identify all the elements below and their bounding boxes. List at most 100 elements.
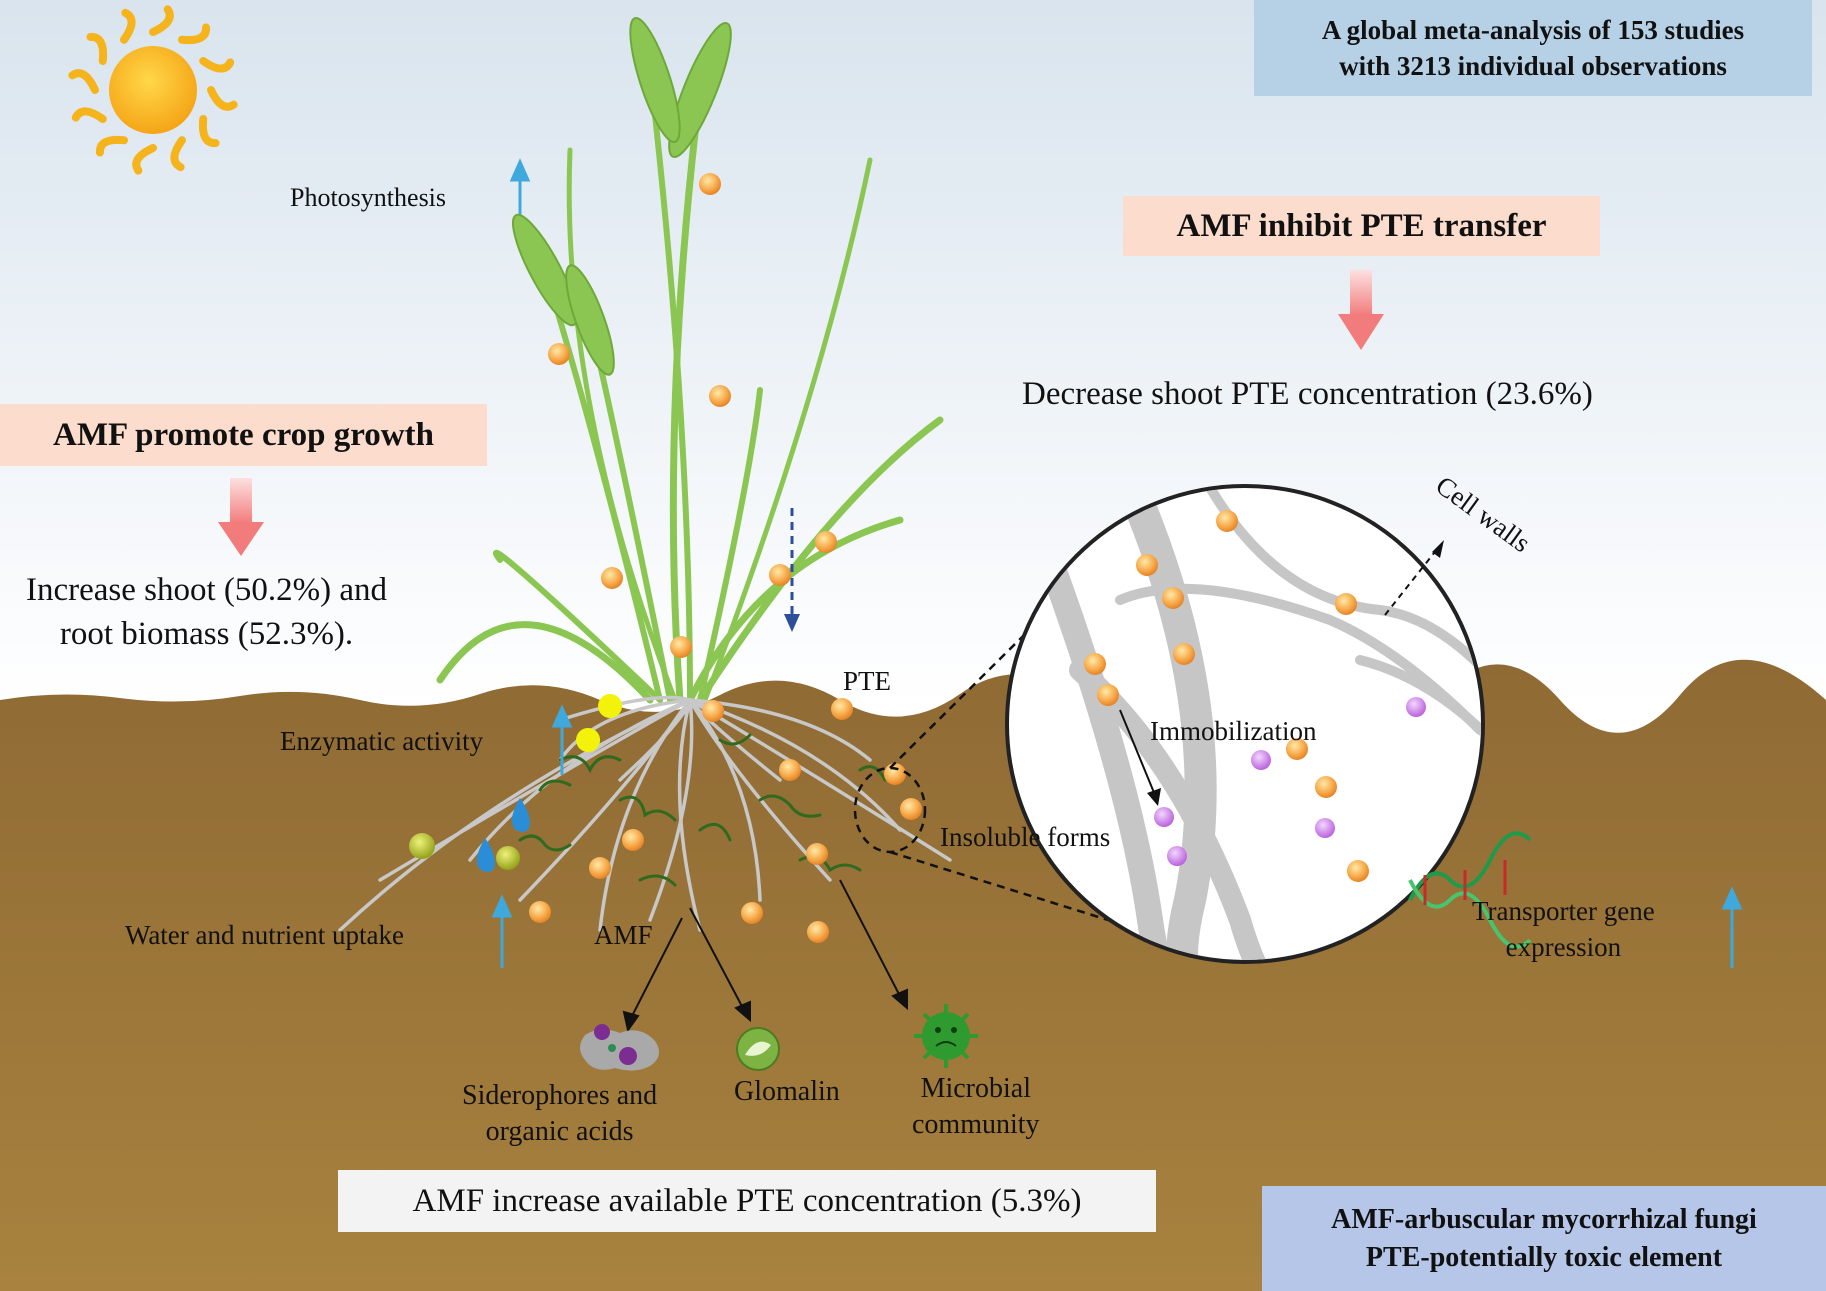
enzyme-icon — [576, 694, 623, 757]
amf-hyphae — [518, 733, 887, 887]
down-arrow-icon — [218, 478, 264, 556]
sun-icon — [68, 5, 238, 175]
transporter-line-2: expression — [1505, 932, 1622, 962]
pte-particle — [741, 902, 763, 924]
immobilization-arrow — [1119, 709, 1161, 806]
pte-particle — [702, 700, 724, 722]
meta-line-2: with 3213 individual observations — [1339, 51, 1727, 81]
pte-particle — [884, 763, 906, 785]
immobilized-pte-particle — [1154, 807, 1174, 827]
pte-particle — [769, 564, 791, 586]
pte-particle — [1136, 554, 1158, 576]
transporter-label: Transporter gene expression — [1472, 893, 1655, 965]
bottom-text: AMF increase available PTE concentration… — [412, 1182, 1082, 1219]
sun-ray — [86, 32, 108, 65]
pte-particle — [699, 173, 721, 195]
pte-particle — [622, 829, 644, 851]
immobilized-pte-particle — [1251, 750, 1271, 770]
sun-ray — [207, 86, 238, 111]
root-strand — [558, 698, 692, 762]
siderophore-icon — [580, 1024, 659, 1071]
root-strand — [648, 698, 694, 922]
pte-particle — [806, 843, 828, 865]
amf-label: AMF — [594, 920, 653, 950]
sun-ray — [170, 136, 186, 172]
pte-particle — [900, 798, 922, 820]
meta-line-1: A global meta-analysis of 153 studies — [1321, 15, 1745, 45]
root-strand — [677, 698, 702, 932]
right-heading: AMF inhibit PTE transfer — [1176, 207, 1547, 244]
pte-particle — [670, 636, 692, 658]
microbe-icon — [914, 1004, 978, 1068]
amf-product-arrows — [622, 879, 908, 1033]
pte-particle — [779, 759, 801, 781]
pte-particle — [807, 921, 829, 943]
pte-particle — [1315, 776, 1337, 798]
pte-particle — [1335, 593, 1357, 615]
root-strand — [598, 698, 692, 932]
root-system — [338, 695, 952, 932]
down-arrow-icon — [1338, 270, 1384, 350]
microbial-line-2: community — [912, 1109, 1040, 1140]
enzymatic-label: Enzymatic activity — [280, 726, 484, 756]
sun-ray — [149, 5, 174, 36]
pte-particles — [529, 173, 922, 943]
sun-ray — [71, 107, 107, 123]
bottom-box: AMF increase available PTE concentration… — [338, 1170, 1156, 1232]
immobilization-label: Immobilization — [1150, 716, 1317, 746]
water-uptake-label: Water and nutrient uptake — [125, 920, 404, 950]
insoluble-label: Insoluble forms — [940, 822, 1111, 852]
legend-line-1: AMF-arbuscular mycorrhizal fungi — [1331, 1203, 1757, 1235]
legend-line-2: PTE-potentially toxic element — [1365, 1241, 1723, 1273]
pte-particle — [1097, 684, 1119, 706]
up-arrow-icon — [491, 894, 513, 968]
sun-ray — [132, 144, 157, 175]
siderophores-line-1: Siderophores and — [462, 1080, 658, 1111]
meta-analysis-box: A global meta-analysis of 153 studies wi… — [1254, 0, 1812, 96]
sun-ray — [178, 23, 211, 45]
up-arrow-icon — [551, 704, 573, 775]
immobilized-pte-particle — [1406, 697, 1426, 717]
microbial-line-1: Microbial — [920, 1073, 1031, 1104]
increase-line-1: Increase shoot (50.2%) and — [26, 572, 388, 608]
pte-particle — [1286, 738, 1308, 760]
nutrient-icon — [409, 833, 520, 870]
root-strand — [618, 698, 692, 782]
pte-particle — [529, 901, 551, 923]
dna-icon — [1408, 831, 1532, 949]
increase-line-2: root biomass (52.3%). — [59, 616, 354, 652]
cell-walls-arrow — [1384, 540, 1444, 616]
root-strand — [468, 698, 692, 862]
photosynthesis-label: Photosynthesis — [290, 183, 447, 212]
transporter-line-1: Transporter gene — [1472, 896, 1655, 926]
increase-biomass-label: Increase shoot (50.2%) and root biomass … — [26, 568, 387, 656]
siderophores-label: Siderophores and organic acids — [462, 1078, 657, 1150]
right-heading-box: AMF inhibit PTE transfer — [1123, 196, 1600, 256]
sun-ray — [198, 115, 220, 148]
water-drop-icon — [476, 798, 530, 872]
root-strand — [688, 698, 782, 782]
immobilized-pte-particle — [1315, 818, 1335, 838]
glomalin-label: Glomalin — [734, 1076, 840, 1107]
pte-particle — [815, 531, 837, 553]
legend-box: AMF-arbuscular mycorrhizal fungi PTE-pot… — [1262, 1186, 1826, 1291]
left-heading: AMF promote crop growth — [53, 416, 434, 453]
pte-particle — [589, 857, 611, 879]
root-strand — [688, 698, 832, 882]
microbial-label: Microbial community — [912, 1071, 1040, 1143]
decrease-label: Decrease shoot PTE concentration (23.6%) — [1022, 376, 1593, 412]
pte-particle — [1173, 643, 1195, 665]
pte-particle — [1162, 587, 1184, 609]
pte-particle — [831, 698, 853, 720]
pte-particle — [709, 385, 731, 407]
wheat-ears — [512, 17, 732, 376]
down-arrow-icon — [784, 508, 800, 632]
root-strand — [688, 698, 762, 902]
pte-particle — [1347, 860, 1369, 882]
left-heading-box: AMF promote crop growth — [0, 404, 487, 466]
siderophores-line-2: organic acids — [485, 1116, 634, 1147]
pte-particle — [1084, 653, 1106, 675]
sky — [0, 0, 1826, 705]
glomalin-icon — [736, 1027, 780, 1071]
